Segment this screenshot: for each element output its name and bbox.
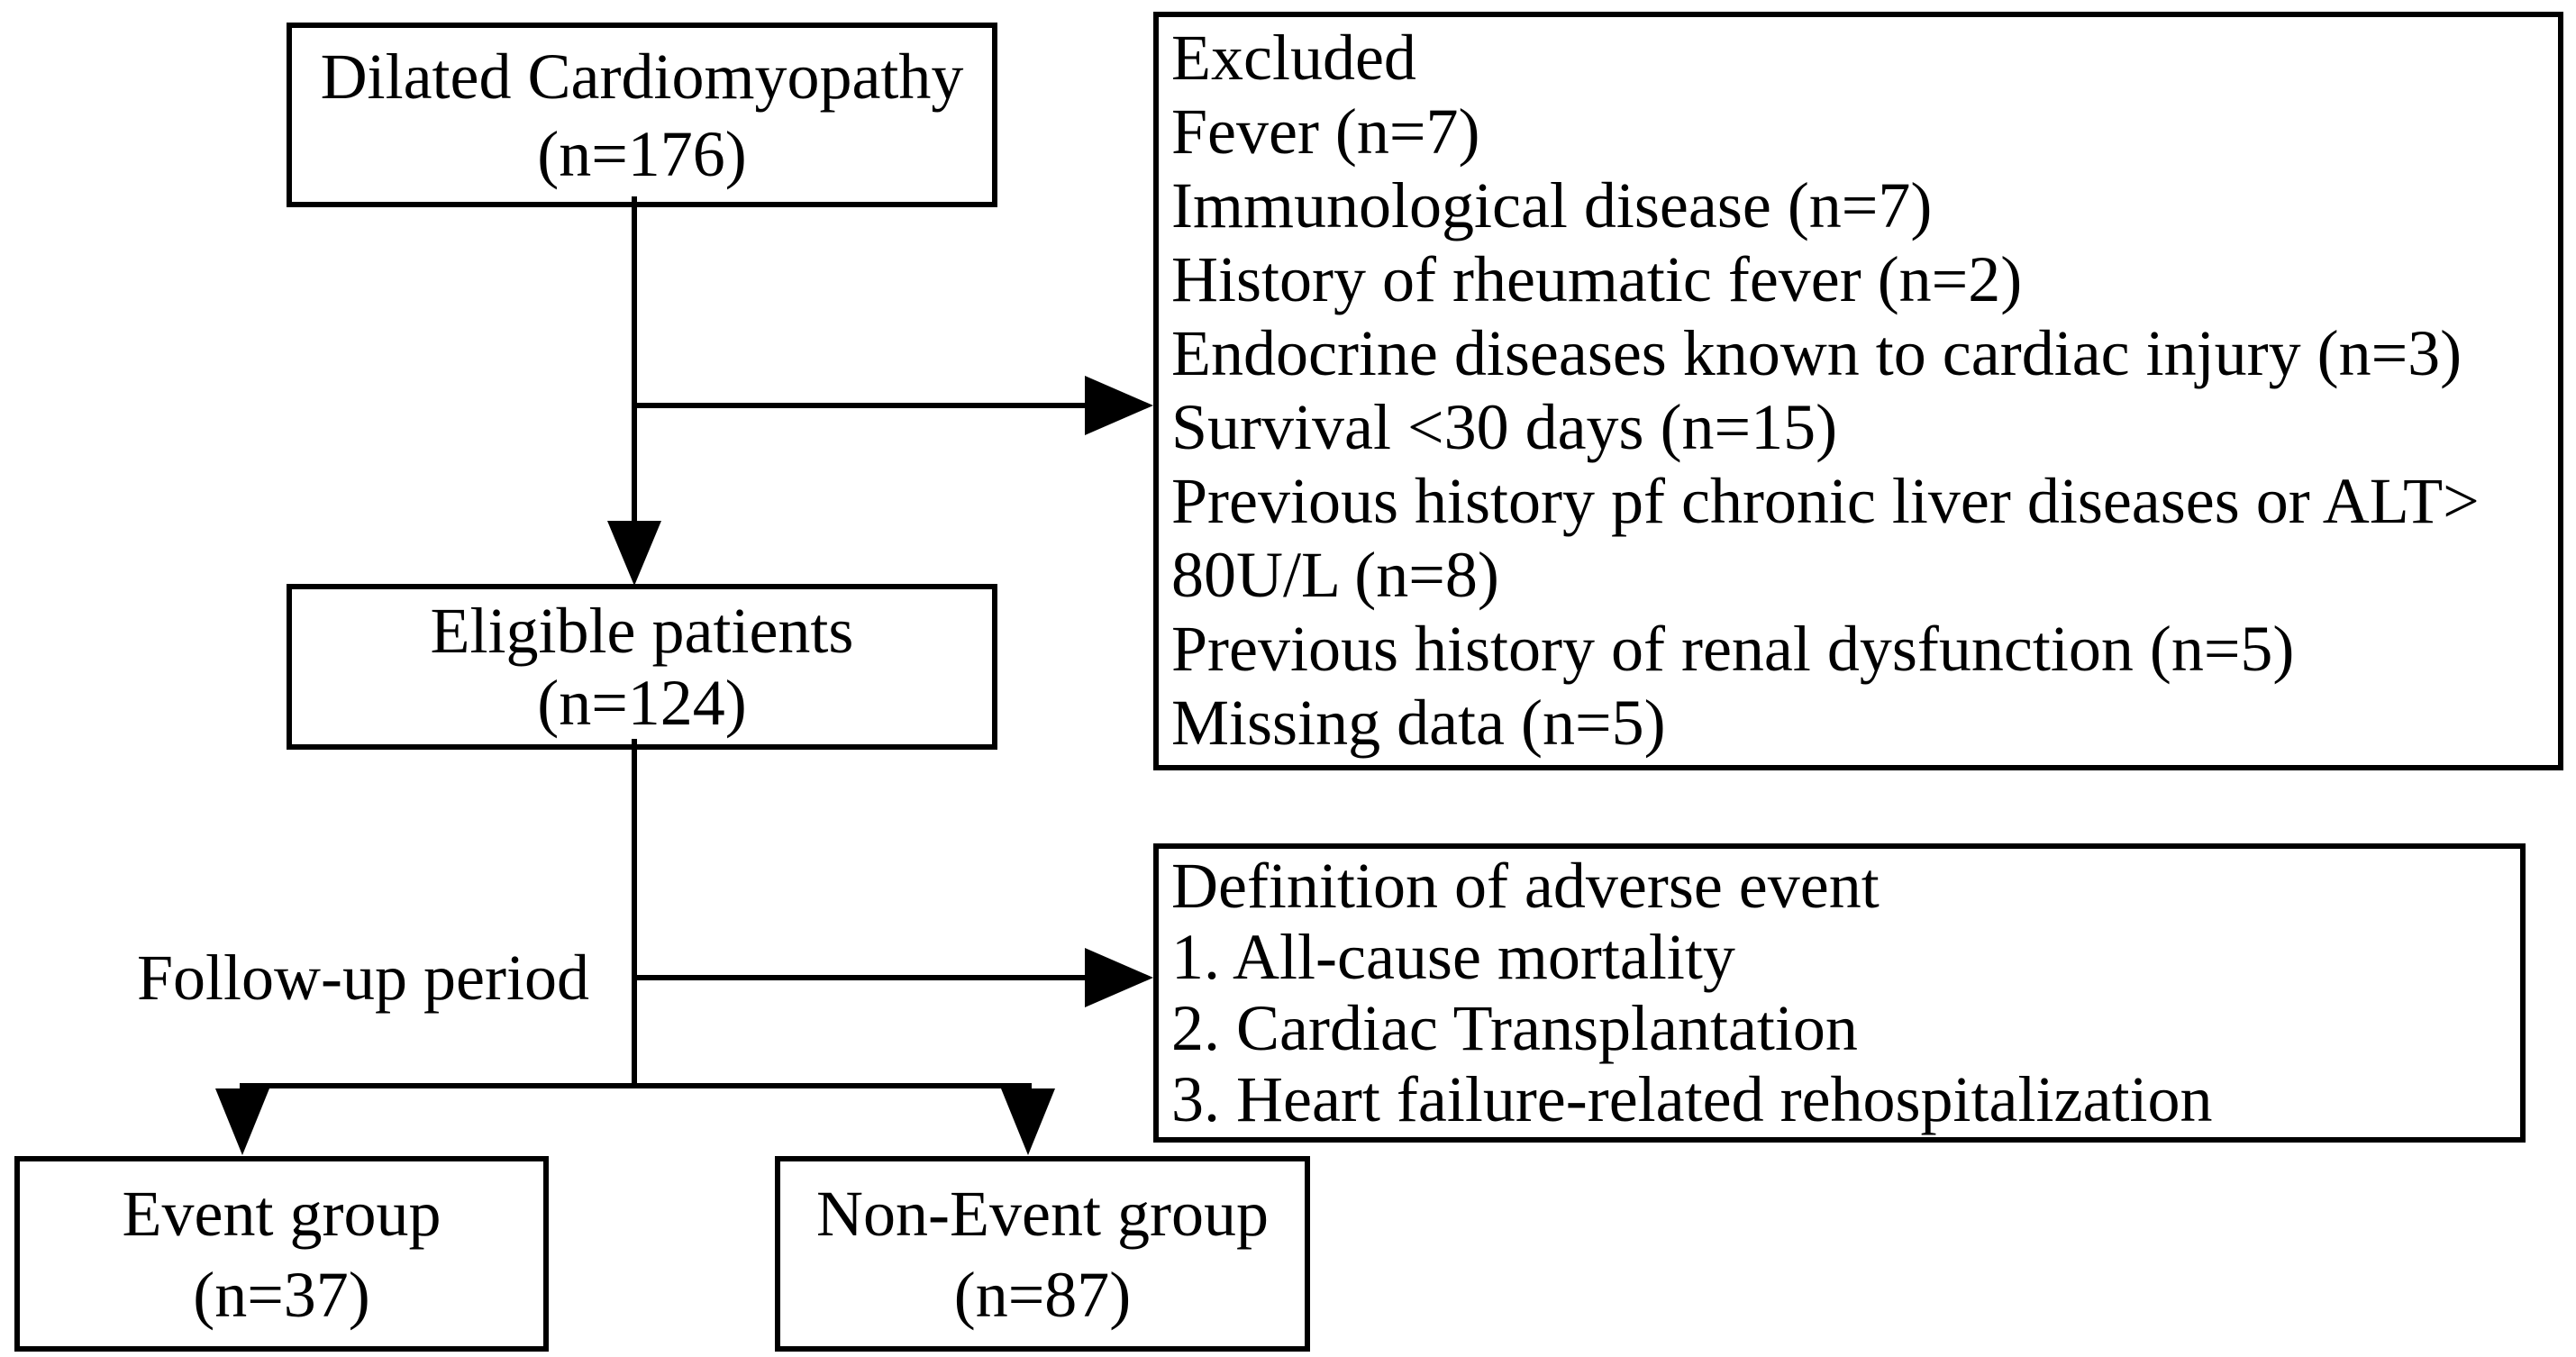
excluded-item-liver-alt: Previous history pf chronic liver diseas… <box>1171 465 2480 611</box>
box-non-event-group: Non-Event group (n=87) <box>775 1156 1310 1352</box>
box-eligible-patients: Eligible patients (n=124) <box>287 584 997 750</box>
box-eligible-patients-count: (n=124) <box>537 667 747 739</box>
excluded-item-rheumatic-fever: History of rheumatic fever (n=2) <box>1171 243 2023 315</box>
arrowhead-into-eligible <box>607 521 661 586</box>
panel-adverse-event-title: Definition of adverse event <box>1171 850 1880 922</box>
box-non-event-group-title: Non-Event group <box>816 1177 1269 1250</box>
excluded-item-fever: Fever (n=7) <box>1171 96 1480 168</box>
label-follow-up-period: Follow-up period <box>137 942 589 1014</box>
panel-adverse-event: Definition of adverse event 1. All-cause… <box>1153 843 2526 1143</box>
box-eligible-patients-title: Eligible patients <box>430 595 854 667</box>
connector-to-adverse-panel <box>632 975 1086 980</box>
excluded-item-immunological: Immunological disease (n=7) <box>1171 169 1933 241</box>
connector-eligible-to-split <box>632 739 637 1088</box>
excluded-item-survival: Survival <30 days (n=15) <box>1171 391 1838 463</box>
connector-to-excluded <box>632 403 1090 408</box>
box-dilated-cardiomyopathy: Dilated Cardiomyopathy (n=176) <box>287 23 997 207</box>
box-event-group-count: (n=37) <box>193 1258 370 1331</box>
connector-top-to-eligible <box>632 196 637 526</box>
excluded-item-endocrine: Endocrine diseases known to cardiac inju… <box>1171 317 2462 389</box>
adverse-item-mortality: 1. All-cause mortality <box>1171 921 1735 993</box>
adverse-item-rehospitalization: 3. Heart failure-related rehospitalizati… <box>1171 1063 2213 1135</box>
arrowhead-into-non-event-group <box>1001 1088 1055 1155</box>
arrowhead-into-adverse-panel <box>1085 948 1153 1007</box>
box-event-group: Event group (n=37) <box>14 1156 549 1352</box>
excluded-item-missing-data: Missing data (n=5) <box>1171 687 1666 759</box>
panel-excluded: Excluded Fever (n=7) Immunological disea… <box>1153 12 2563 770</box>
adverse-item-transplantation: 2. Cardiac Transplantation <box>1171 992 1858 1064</box>
arrowhead-into-event-group <box>215 1088 269 1155</box>
connector-split-bar <box>240 1083 1032 1088</box>
box-event-group-title: Event group <box>122 1177 441 1250</box>
box-dilated-cardiomyopathy-title: Dilated Cardiomyopathy <box>320 40 964 113</box>
arrowhead-into-excluded <box>1085 376 1153 435</box>
excluded-item-renal: Previous history of renal dysfunction (n… <box>1171 613 2295 685</box>
box-non-event-group-count: (n=87) <box>953 1258 1132 1331</box>
box-dilated-cardiomyopathy-count: (n=176) <box>537 117 747 190</box>
panel-excluded-title: Excluded <box>1171 22 1416 94</box>
